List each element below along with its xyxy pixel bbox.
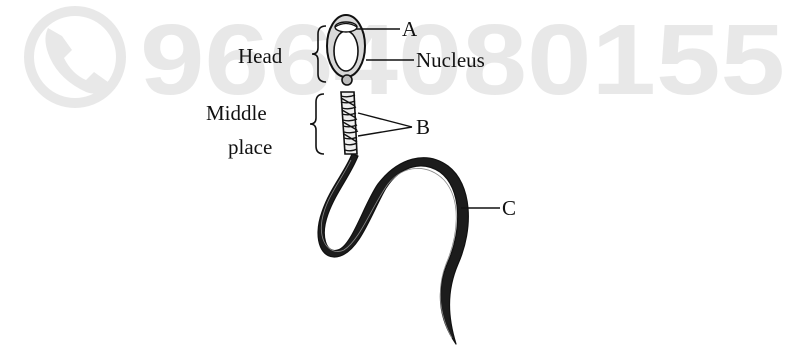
label-c: C (502, 196, 516, 220)
phone-icon (29, 11, 121, 103)
label-place: place (228, 135, 272, 159)
label-b: B (416, 115, 430, 139)
tail (318, 154, 468, 344)
neck-centriole (342, 75, 352, 85)
label-a: A (402, 17, 418, 41)
label-middle: Middle (206, 101, 267, 125)
nucleus-shape (334, 31, 358, 71)
label-nucleus: Nucleus (416, 48, 485, 72)
label-head: Head (238, 44, 283, 68)
pointer-b-lower (358, 127, 412, 136)
